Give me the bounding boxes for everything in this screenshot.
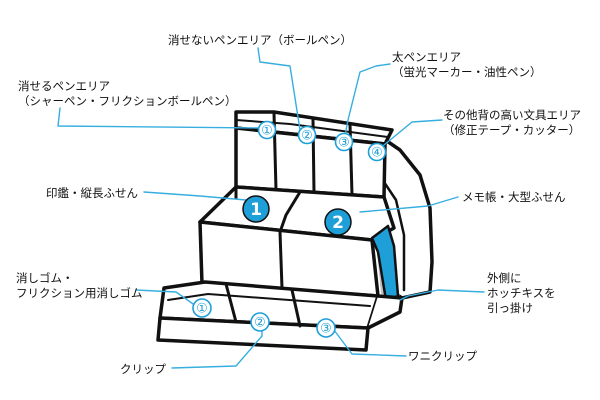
label-thick-pen-area: 太ペンエリア （蛍光マーカー・油性ペン） bbox=[392, 50, 542, 79]
marker-middle-2: 2 bbox=[332, 213, 344, 233]
compartment-markers: ① ② ③ ④ 1 2 ① ② ③ bbox=[192, 120, 387, 338]
marker-top-1: ① bbox=[261, 124, 273, 139]
drawer-right-wall bbox=[366, 294, 404, 330]
middle-tier-divider bbox=[278, 190, 302, 290]
stapler-hook-strip bbox=[372, 226, 398, 300]
label-tall-stationery-area: その他背の高い文具エリア （修正テープ・カッター） bbox=[443, 108, 581, 137]
marker-drawer-1: ① bbox=[196, 302, 208, 317]
label-permanent-pen-area: 消せないペンエリア（ボールペン） bbox=[168, 33, 352, 47]
label-erasable-pen-area: 消せるペンエリア （シャーペン・フリクションボールペン） bbox=[18, 79, 237, 108]
marker-top-2-ring bbox=[297, 125, 317, 145]
marker-top-2: ② bbox=[301, 129, 313, 144]
leader-memo bbox=[359, 196, 459, 213]
drawer-inner-rim bbox=[167, 293, 371, 307]
top-divider-back-line bbox=[235, 119, 389, 138]
marker-middle-1: 1 bbox=[250, 200, 262, 220]
marker-top-1-ring bbox=[257, 120, 277, 140]
marker-top-3-ring bbox=[334, 132, 354, 152]
marker-top-4-ring bbox=[367, 142, 387, 162]
marker-drawer-1-ring bbox=[192, 298, 212, 318]
leader-thick-pen bbox=[344, 63, 391, 137]
marker-drawer-3: ③ bbox=[320, 322, 332, 337]
drawer-divider-1 bbox=[224, 282, 238, 324]
label-binder-clip: ワニクリップ bbox=[408, 349, 477, 363]
leader-lines bbox=[57, 47, 485, 369]
marker-top-3: ③ bbox=[338, 136, 350, 151]
label-eraser-area: 消しゴム・ フリクション用消しゴム bbox=[16, 271, 143, 300]
label-stamp-sticky-notes: 印鑑・縦長ふせん bbox=[46, 186, 138, 200]
leader-eraser bbox=[135, 289, 197, 307]
marker-middle-1-disc bbox=[242, 195, 270, 223]
label-memo-large-sticky: メモ帳・大型ふせん bbox=[462, 190, 566, 204]
leader-tall-stationery bbox=[377, 119, 443, 151]
top-divider-3 bbox=[348, 122, 354, 197]
label-clip: クリップ bbox=[120, 362, 166, 376]
marker-middle-2-disc bbox=[324, 208, 352, 236]
label-stapler-hook: 外側に ホッチキスを 引っ掛け bbox=[487, 271, 556, 315]
leader-stamp bbox=[143, 191, 247, 201]
marker-top-4: ④ bbox=[371, 146, 383, 161]
marker-drawer-3-ring bbox=[316, 318, 336, 338]
right-side-inner-edge bbox=[382, 180, 406, 292]
leader-stapler-hook bbox=[399, 289, 485, 301]
leader-erasable-pen bbox=[57, 107, 259, 129]
marker-drawer-2-ring bbox=[250, 312, 270, 332]
leader-binder-clip bbox=[333, 329, 407, 357]
leader-permanent-pen bbox=[257, 47, 301, 131]
marker-drawer-2: ② bbox=[254, 316, 266, 331]
drawer-divider-2 bbox=[290, 288, 302, 328]
